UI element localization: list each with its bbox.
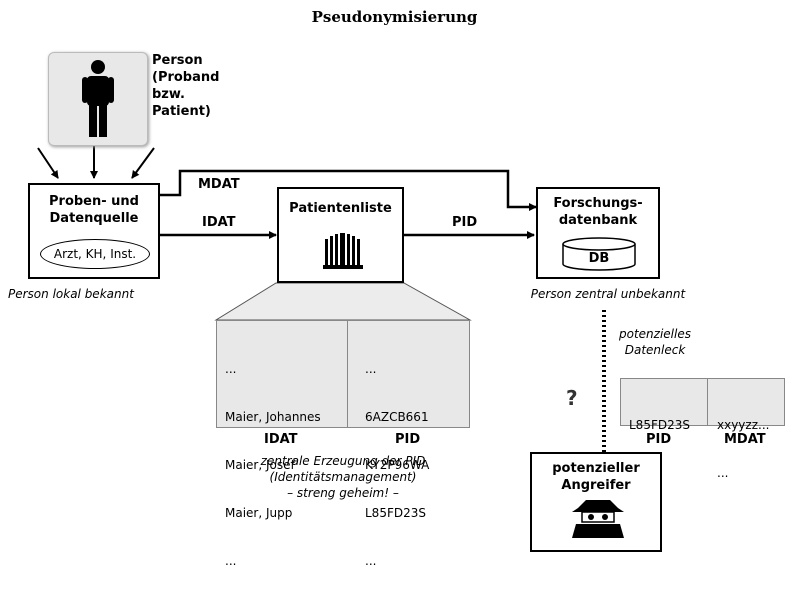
- patient-table-divider: [347, 321, 348, 427]
- person-arrow-right: [131, 147, 155, 179]
- attacker-box: potenzieller Angreifer: [530, 452, 662, 552]
- table-row: Maier, Johannes: [225, 410, 321, 424]
- table-row: KY2P96WA: [365, 458, 430, 472]
- pid-label: PID: [452, 215, 478, 230]
- diagram-title: Pseudonymisierung: [311, 8, 478, 26]
- patient-names-column: ... Maier, Johannes Maier, Josef Maier, …: [225, 329, 321, 601]
- diagram-connectors: [37, 140, 606, 452]
- patient-table: ... Maier, Johannes Maier, Josef Maier, …: [216, 320, 470, 568]
- patientlist-caption: zentrale Erzeugung der PID (Identitätsma…: [260, 454, 426, 500]
- source-caption: Person lokal bekannt: [8, 287, 134, 301]
- mdat-arrow: [160, 169, 537, 211]
- person-label: Person (Proband bzw. Patient): [152, 53, 220, 119]
- card-index-icon: [323, 233, 363, 269]
- leak-mdat-cell: xxyyzz... ...: [717, 418, 770, 480]
- attacker-title: potenzieller Angreifer: [552, 461, 640, 493]
- source-title: Proben- und Datenquelle: [49, 194, 139, 226]
- table-row: L85FD23S: [365, 506, 426, 520]
- idat-label: IDAT: [202, 215, 236, 230]
- database-icon: [562, 237, 636, 271]
- source-box: Proben- und Datenquelle Arzt, KH, Inst.: [28, 183, 160, 279]
- patientlist-title: Patientenliste: [289, 201, 392, 216]
- research-caption: Person zentral unbekannt: [530, 287, 686, 301]
- table-row: ...: [225, 554, 237, 568]
- table-row: Maier, Josef: [225, 458, 295, 472]
- leak-col-mdat: MDAT: [724, 432, 766, 447]
- zoom-trapezoid: [214, 282, 472, 321]
- table-row: ...: [225, 362, 237, 376]
- patient-pids-column: ... 6AZCB661 KY2P96WA L85FD23S ...: [365, 329, 429, 601]
- person-icon: [82, 60, 114, 137]
- source-inner-ellipse: Arzt, KH, Inst.: [40, 239, 150, 269]
- patient-table-col-idat: IDAT: [264, 432, 298, 447]
- leak-col-pid: PID: [646, 432, 672, 447]
- leak-label: potenzielles Datenleck: [619, 327, 691, 357]
- person-arrow-left: [37, 147, 59, 179]
- person-box: [48, 52, 148, 146]
- question-mark: ?: [566, 386, 578, 410]
- database-label: DB: [588, 251, 610, 266]
- table-row: 6AZCB661: [365, 410, 429, 424]
- research-db-box: Forschungs- datenbank DB: [536, 187, 660, 279]
- spy-icon: [572, 500, 624, 538]
- leak-table: L85FD23S ... xxyyzz... ...: [620, 378, 785, 480]
- patientlist-box: Patientenliste: [277, 187, 404, 283]
- mdat-label: MDAT: [198, 177, 240, 192]
- table-row: ...: [365, 362, 377, 376]
- research-db-title: Forschungs- datenbank: [553, 196, 643, 228]
- table-row: Maier, Jupp: [225, 506, 293, 520]
- table-row: ...: [365, 554, 377, 568]
- leak-table-divider: [707, 379, 708, 425]
- patient-table-col-pid: PID: [395, 432, 421, 447]
